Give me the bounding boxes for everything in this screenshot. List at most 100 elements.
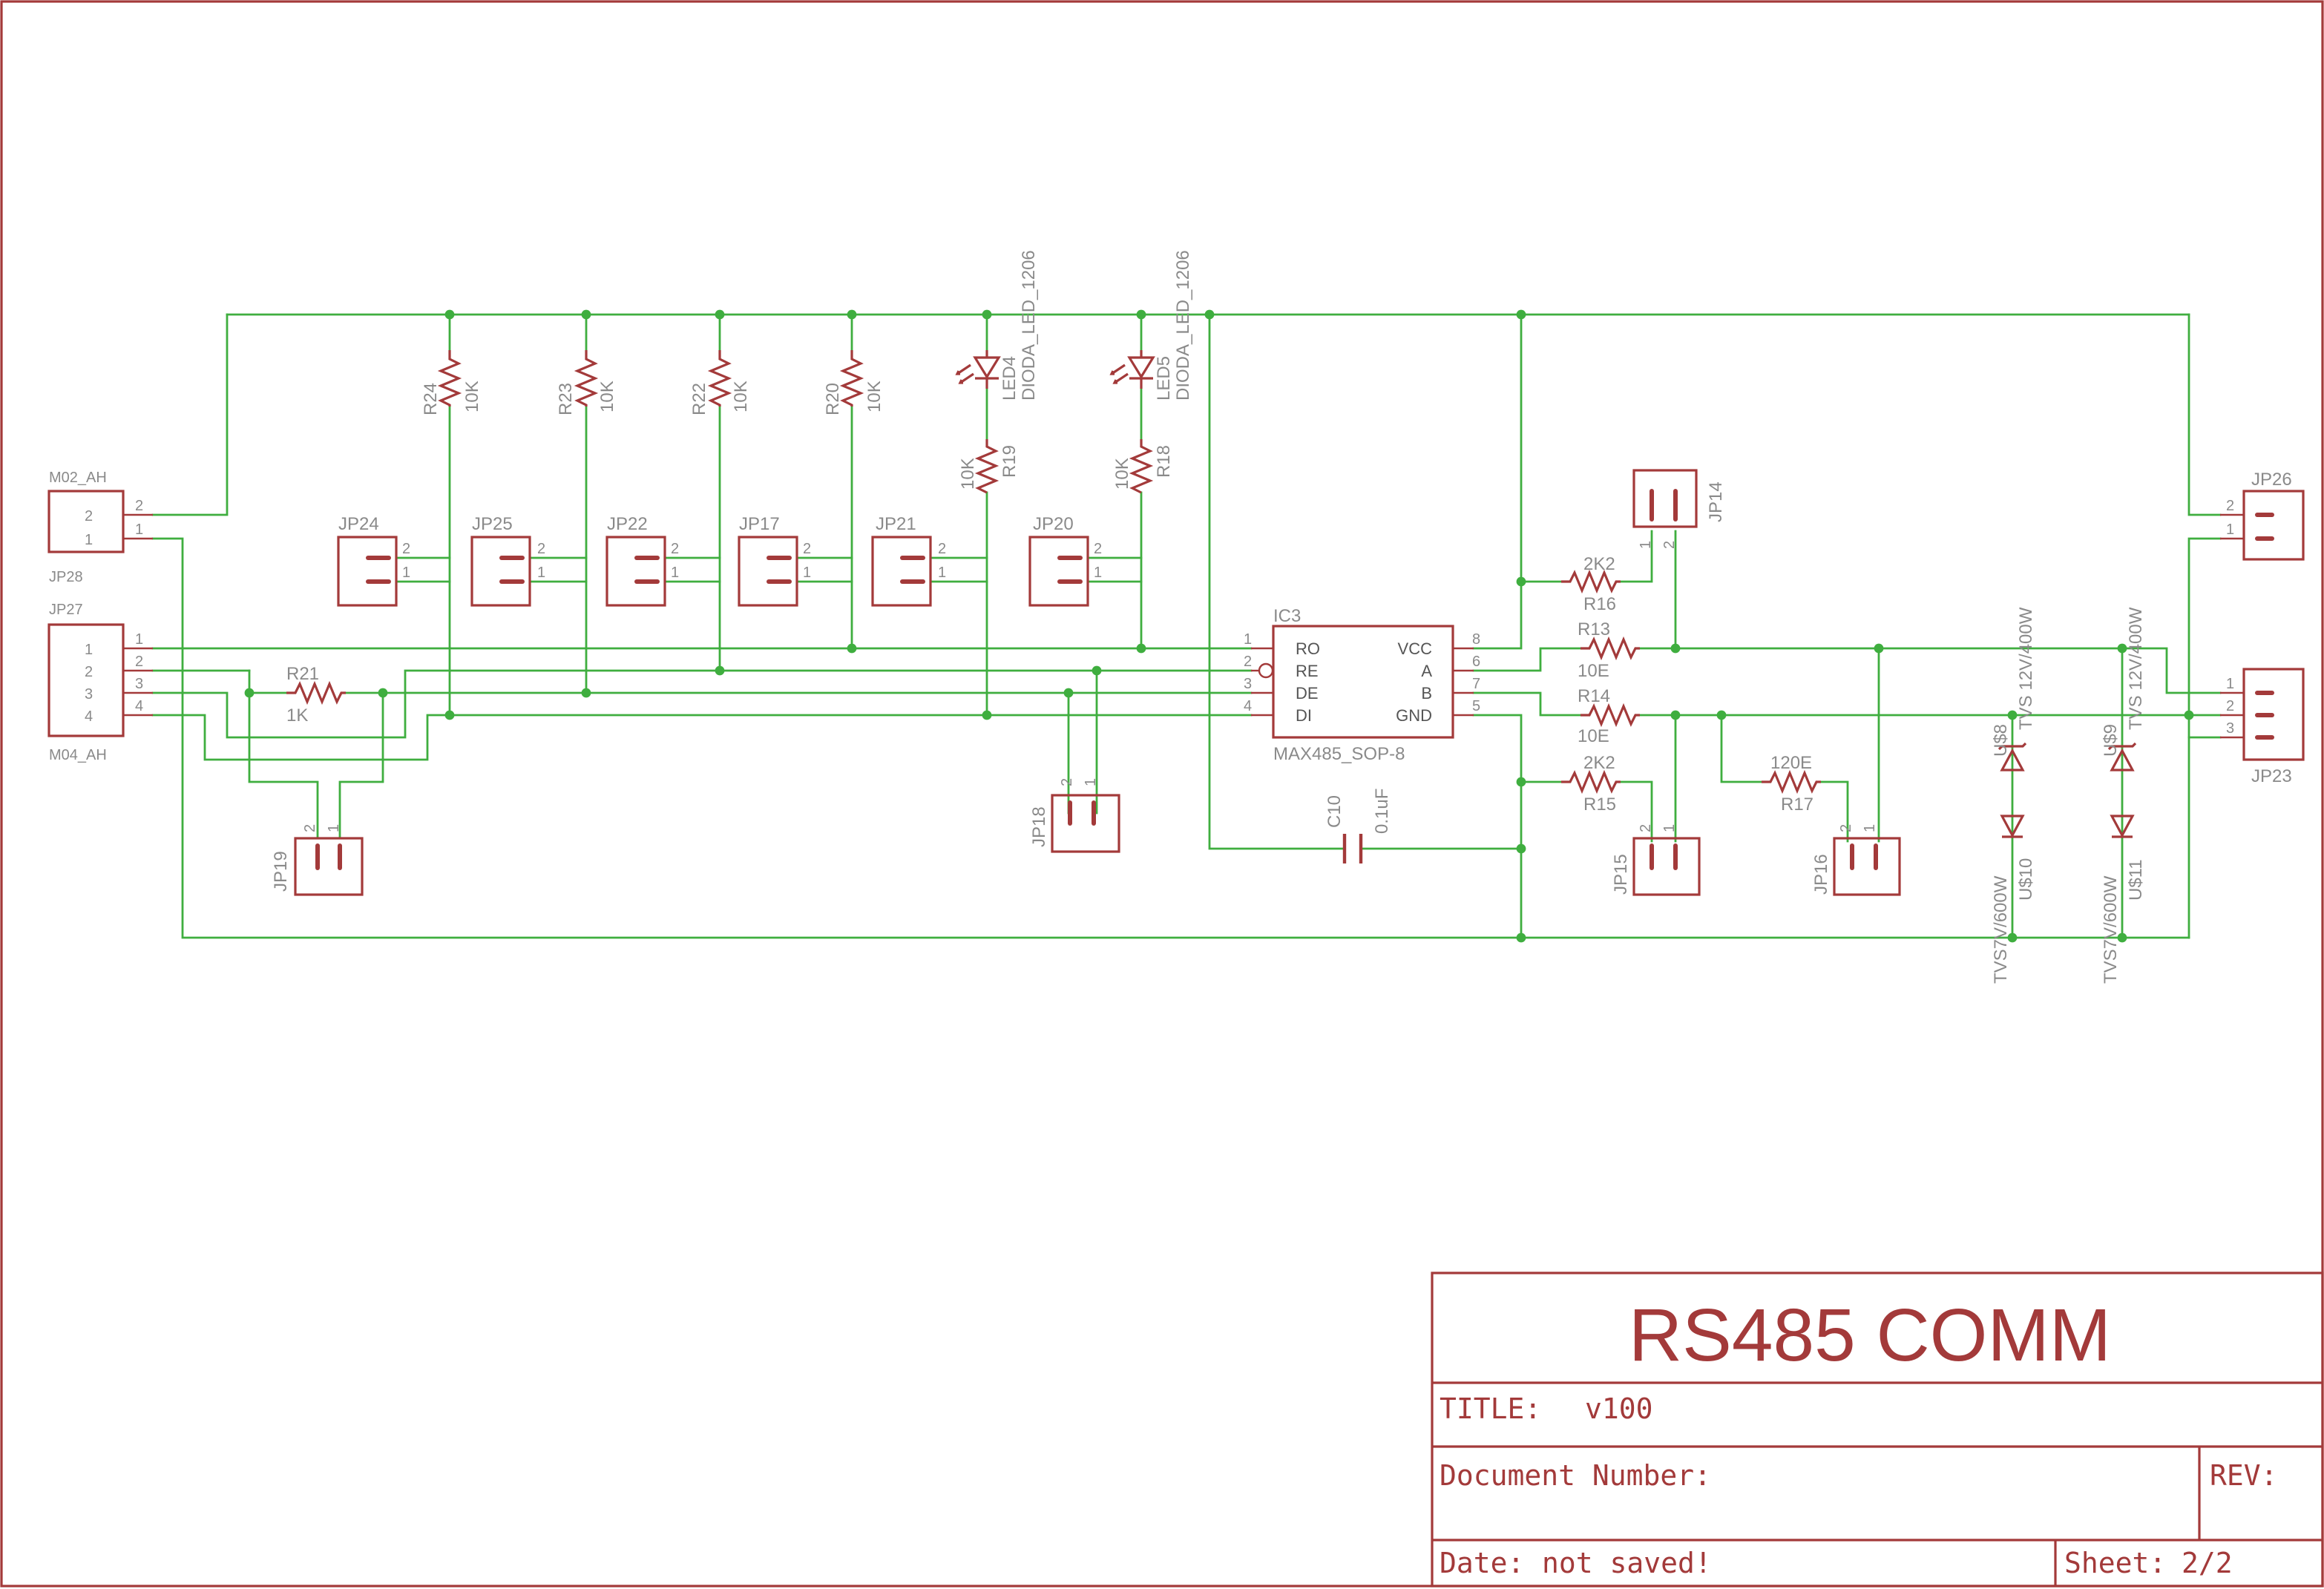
r18-name: R18 — [1154, 445, 1174, 478]
jp17-pin-1: 1 — [803, 565, 811, 581]
ic-pin-4-num: 4 — [1244, 698, 1252, 714]
us9-name: U$9 — [2101, 724, 2121, 757]
jp28-pin-1-tag: 1 — [135, 522, 143, 538]
jp22-pin-2: 2 — [671, 541, 679, 557]
ic-pin-3-num: 3 — [1244, 676, 1252, 692]
r16-value: 2K2 — [1583, 554, 1615, 574]
us10-value: TVS7V/600W — [1991, 875, 2011, 984]
connector-jp21: 2 1 JP21 — [871, 514, 946, 607]
connector-jp19: 2 1 JP19 — [271, 824, 364, 896]
tvs-us10: TVS7V/600W U$10 — [1991, 815, 2036, 984]
resistor-r20: R20 10K — [823, 350, 884, 415]
ic-pin-gnd: GND — [1396, 706, 1432, 725]
jp21-pin-2: 2 — [938, 541, 946, 557]
jp27-pin-2: 2 — [85, 664, 93, 680]
jp26-name: JP26 — [2251, 470, 2292, 490]
jp16-pin-1: 1 — [1862, 824, 1878, 832]
jp18-pin-1: 1 — [1083, 778, 1099, 786]
resistor-r22: R22 10K — [689, 350, 751, 415]
title-block-rev-label: REV: — [2210, 1459, 2278, 1492]
title-block-date-label: Date: — [1440, 1547, 1524, 1579]
ic-pin-7-num: 7 — [1472, 676, 1480, 692]
jp21-name: JP21 — [876, 514, 916, 534]
jp17-pin-2: 2 — [803, 541, 811, 557]
jp16-pin-2: 2 — [1838, 824, 1854, 832]
ic-name: IC3 — [1273, 606, 1301, 626]
connector-jp22: 2 1 JP22 — [605, 514, 679, 607]
jp27-name: JP27 — [49, 602, 83, 618]
title-block-date-value: not saved! — [1542, 1547, 1712, 1579]
c10-name: C10 — [1325, 795, 1345, 828]
jp27-pin-1: 1 — [85, 642, 93, 658]
jp24-pin-1: 1 — [402, 565, 410, 581]
jp23-pin-3: 3 — [2226, 720, 2234, 737]
jp24-name: JP24 — [338, 514, 379, 534]
resistor-r19: 10K R19 — [958, 439, 1020, 494]
jp15-pin-2: 2 — [1638, 824, 1654, 832]
capacitor-c10: C10 0.1uF — [1325, 789, 1392, 863]
ic-pin-de: DE — [1296, 684, 1319, 703]
jp25-name: JP25 — [472, 514, 513, 534]
us11-value: TVS7V/600W — [2101, 875, 2121, 984]
tvs-us8: U$8 TVS 12V/400W — [1991, 607, 2036, 772]
resistor-r14: R14 10E — [1578, 686, 1640, 746]
ic-pin-b: B — [1421, 684, 1432, 703]
connector-jp15: 2 1 JP15 — [1611, 824, 1701, 896]
jp27-pin-2-tag: 2 — [135, 654, 143, 670]
led5-value: DIODA_LED_1206 — [1173, 250, 1193, 401]
us8-value: TVS 12V/400W — [2016, 607, 2036, 730]
r18-value: 10K — [1112, 458, 1132, 490]
connector-jp23: 1 2 3 JP23 — [2220, 668, 2305, 786]
junctions — [244, 309, 2194, 943]
title-block-main-title: RS485 COMM — [1629, 1294, 2111, 1377]
connector-jp17: 2 1 JP17 — [738, 514, 811, 607]
ic-pin-8-num: 8 — [1472, 631, 1480, 648]
jp19-name: JP19 — [271, 851, 291, 892]
connector-jp28: 2 1 2 1 M02_AH JP28 — [47, 470, 153, 585]
r23-name: R23 — [556, 383, 576, 415]
r24-value: 10K — [462, 381, 482, 412]
jp16-name: JP16 — [1811, 854, 1831, 895]
jp27-pin-4-tag: 4 — [135, 698, 143, 714]
r17-name: R17 — [1781, 794, 1813, 815]
title-block: RS485 COMM TITLE: v100 Document Number: … — [1431, 1271, 2324, 1588]
jp22-pin-1: 1 — [671, 565, 679, 581]
jp18-pin-2: 2 — [1059, 778, 1075, 786]
jp23-pin-1: 1 — [2226, 676, 2234, 692]
connector-jp27: 1 2 3 4 1 2 3 4 JP27 M04_AH — [47, 602, 153, 763]
r14-value: 10E — [1578, 726, 1609, 746]
resistor-r16: 2K2 R16 — [1561, 554, 1621, 614]
jp23-pin-2: 2 — [2226, 698, 2234, 714]
jp15-name: JP15 — [1611, 854, 1631, 895]
r24-name: R24 — [421, 383, 441, 415]
jp22-name: JP22 — [607, 514, 648, 534]
jp28-pin-2: 2 — [85, 508, 93, 524]
jp14-name: JP14 — [1706, 481, 1726, 522]
jp27-pin-4: 4 — [85, 708, 93, 725]
led5-name: LED5 — [1154, 356, 1174, 401]
us11-name: U$11 — [2126, 859, 2146, 901]
jp18-name: JP18 — [1029, 806, 1049, 847]
ic-pin-ro: RO — [1296, 639, 1320, 658]
jp15-pin-1: 1 — [1661, 824, 1678, 832]
led4-value: DIODA_LED_1206 — [1019, 250, 1039, 401]
jp19-pin-1: 1 — [326, 824, 342, 832]
resistor-r18: 10K R18 — [1112, 439, 1174, 494]
jp21-pin-1: 1 — [938, 565, 946, 581]
ic-pin-6-num: 6 — [1472, 654, 1480, 670]
ic-pin-a: A — [1421, 662, 1432, 680]
jp26-pin-2: 2 — [2226, 498, 2234, 514]
jp19-pin-2: 2 — [302, 824, 318, 832]
connector-jp18: 2 1 JP18 — [1029, 778, 1120, 853]
jp17-name: JP17 — [739, 514, 780, 534]
connector-jp20: 2 1 JP20 — [1028, 514, 1102, 607]
connector-jp14: 1 2 JP14 — [1632, 469, 1726, 549]
r21-value: 1K — [286, 705, 308, 726]
wires — [151, 313, 2222, 939]
r17-value: 120E — [1770, 753, 1812, 773]
c10-value: 0.1uF — [1372, 789, 1392, 834]
jp28-name: JP28 — [49, 569, 83, 585]
r14-name: R14 — [1578, 686, 1610, 706]
